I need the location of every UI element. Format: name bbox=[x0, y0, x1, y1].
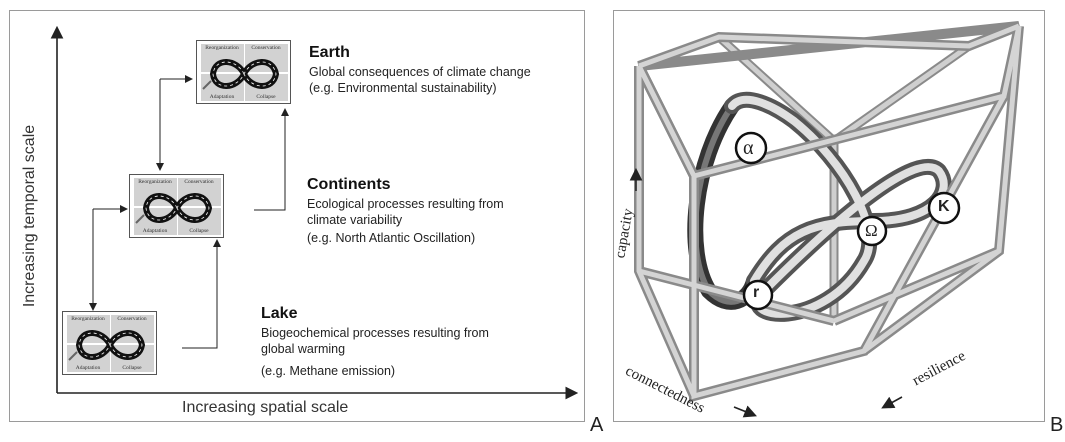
level-desc-continents: Ecological processes resulting from clim… bbox=[307, 196, 504, 246]
phase-omega-label: Ω bbox=[865, 221, 878, 240]
level-desc-line: climate variability bbox=[307, 213, 403, 227]
cycle-label-reorganization: Reorganization bbox=[71, 316, 105, 322]
level-name-continents: Continents bbox=[307, 176, 391, 193]
panel-letter-b: B bbox=[1050, 414, 1064, 436]
phase-alpha-circle bbox=[734, 131, 768, 165]
level-name-lake: Lake bbox=[261, 305, 298, 322]
cycle-label-reorganization: Reorganization bbox=[138, 179, 172, 185]
phase-k-label: K bbox=[938, 198, 950, 215]
cycle-label-adaptation: Adaptation bbox=[75, 365, 101, 371]
level-desc-line: global warming bbox=[261, 342, 346, 356]
phase-k-circle bbox=[927, 191, 961, 225]
resilience-arrow bbox=[881, 396, 903, 409]
level-desc-line: Biogeochemical processes resulting from bbox=[261, 326, 489, 340]
x-axis-title: Increasing spatial scale bbox=[182, 399, 349, 416]
connector-lake-continents-right bbox=[182, 239, 221, 349]
adaptive-cycle-card-continents: Reorganization Conservation Adaptation C… bbox=[129, 174, 224, 238]
cycle-label-reorganization: Reorganization bbox=[205, 45, 239, 51]
adaptive-cycle-card-lake: Reorganization Conservation Adaptation C… bbox=[62, 311, 157, 375]
cycle-label-collapse: Collapse bbox=[256, 94, 276, 100]
y-axis-title: Increasing temporal scale bbox=[21, 124, 38, 308]
cycle-infinity-icon bbox=[67, 315, 154, 372]
cycle-label-conservation: Conservation bbox=[117, 316, 147, 322]
cycle-infinity-icon bbox=[134, 178, 221, 235]
connectedness-arrow bbox=[733, 405, 757, 418]
level-desc-line: Global consequences of climate change bbox=[309, 65, 531, 79]
cycle-label-conservation: Conservation bbox=[251, 45, 281, 51]
phase-r-circle bbox=[742, 279, 774, 311]
cube-diagram bbox=[629, 21, 1024, 418]
level-desc-line: (e.g. Environmental sustainability) bbox=[309, 81, 497, 95]
phase-r-label: r bbox=[753, 284, 760, 301]
level-desc-lake: Biogeochemical processes resulting from … bbox=[261, 325, 489, 379]
panel-letter-a: A bbox=[590, 414, 604, 436]
connector-continents-earth-right bbox=[254, 108, 289, 211]
cycle-label-collapse: Collapse bbox=[122, 365, 142, 371]
level-desc-line: Ecological processes resulting from bbox=[307, 197, 504, 211]
panel-b-adaptive-cycle-cube: α Ω K r capacity connectedness resilienc… bbox=[612, 10, 1045, 422]
cycle-label-conservation: Conservation bbox=[184, 179, 214, 185]
cycle-label-adaptation: Adaptation bbox=[209, 94, 235, 100]
panel-a-adaptive-cycle-scales: Increasing temporal scale Increasing spa… bbox=[9, 10, 585, 422]
cycle-label-collapse: Collapse bbox=[189, 228, 209, 234]
phase-alpha-label: α bbox=[743, 137, 754, 159]
level-desc-earth: Global consequences of climate change (e… bbox=[309, 64, 531, 96]
level-name-earth: Earth bbox=[309, 44, 350, 61]
cycle-infinity-icon bbox=[201, 44, 288, 101]
adaptive-cycle-card-earth: Reorganization Conservation Adaptation C… bbox=[196, 40, 291, 104]
level-desc-line: (e.g. Methane emission) bbox=[261, 364, 396, 378]
phase-omega-circle bbox=[856, 215, 888, 247]
panel-a-axes-and-arrows bbox=[50, 25, 579, 400]
level-desc-line: (e.g. North Atlantic Oscillation) bbox=[307, 231, 476, 245]
cycle-label-adaptation: Adaptation bbox=[142, 228, 168, 234]
